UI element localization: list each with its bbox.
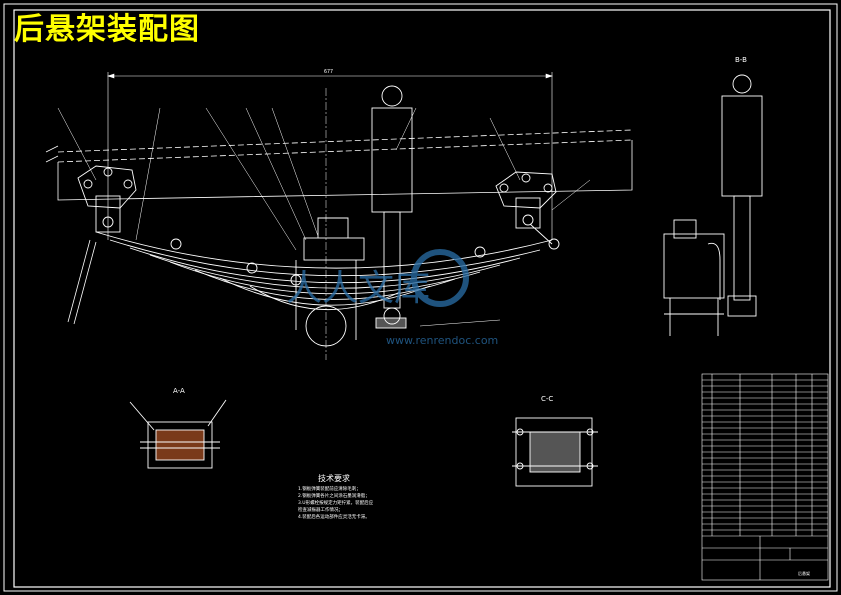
title-block-name: 后悬架 [798, 570, 810, 576]
dimension-677-label: 677 [324, 69, 333, 75]
section-bb-view [663, 74, 763, 336]
dimension-677 [107, 72, 553, 240]
inner-frame [13, 9, 831, 588]
section-bb-label: B-B [735, 56, 747, 64]
section-aa-label: A-A [173, 387, 185, 395]
watermark-logo: 人人文库 www.renrendoc.com [286, 249, 498, 347]
leaf-spring [95, 231, 553, 311]
note-line-4: 检查减振器工作情况； [298, 506, 343, 513]
rear-bracket [495, 171, 560, 250]
section-cc-view [512, 417, 598, 487]
section-aa-view [129, 399, 227, 469]
axle-clamp [295, 217, 407, 347]
front-bracket [77, 165, 137, 233]
outer-frame [3, 3, 838, 592]
watermark-url: www.renrendoc.com [386, 334, 498, 347]
frame-rail [45, 129, 633, 201]
watermark-text: 人人文库 [286, 268, 430, 309]
note-line-1: 1.钢板弹簧装配前应清除毛刺； [298, 485, 361, 492]
shock-absorber [371, 85, 413, 325]
note-line-2: 2.钢板弹簧各片之间涂石墨润滑脂； [298, 492, 370, 499]
title-block [701, 373, 829, 581]
section-cc-label: C-C [541, 395, 553, 403]
drawing-title: 后悬架装配图 [14, 12, 200, 47]
note-line-5: 4.装配后各运动部件应灵活无卡滞。 [298, 513, 370, 520]
leader-lines [57, 107, 591, 327]
note-line-3: 3.U形螺栓按规定力矩拧紧，装配后应 [298, 499, 374, 506]
notes-heading: 技术要求 [318, 473, 350, 483]
